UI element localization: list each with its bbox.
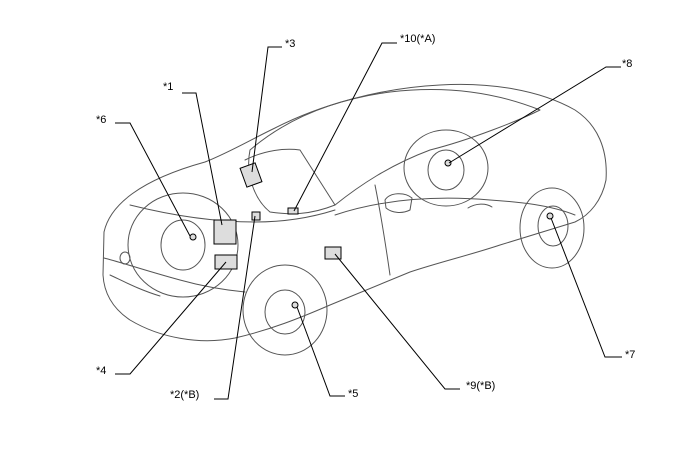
rear-left-brake-disc bbox=[427, 149, 465, 191]
car-body-outline bbox=[102, 83, 607, 342]
leader-line-5 bbox=[296, 306, 345, 397]
component-8-sensor bbox=[444, 159, 452, 167]
front-right-wheel bbox=[242, 264, 328, 356]
callout-5: *5 bbox=[348, 388, 359, 400]
callout-7: *7 bbox=[625, 349, 636, 361]
component-2-switch bbox=[251, 211, 261, 221]
car-window-line bbox=[248, 88, 541, 215]
leader-line-1 bbox=[182, 92, 223, 226]
callout-9: *9(*B) bbox=[466, 380, 496, 392]
car-side-line bbox=[334, 197, 576, 216]
rear-right-brake-disc bbox=[537, 205, 569, 247]
leader-line-7 bbox=[550, 217, 622, 358]
component-10-sensor bbox=[287, 207, 299, 215]
component-3-module bbox=[239, 162, 263, 188]
car-windshield-line bbox=[244, 148, 336, 206]
leader-line-3 bbox=[251, 46, 282, 173]
car-hood-line bbox=[129, 204, 336, 223]
leader-line-2 bbox=[214, 215, 256, 400]
callout-1: *1 bbox=[163, 81, 174, 93]
callout-2: *2(*B) bbox=[170, 389, 200, 401]
front-right-brake-disc bbox=[264, 289, 306, 335]
car-door-line bbox=[374, 184, 391, 276]
door-handle bbox=[467, 203, 493, 209]
leader-line-6 bbox=[115, 122, 191, 237]
leader-line-8 bbox=[448, 66, 621, 164]
component-1-actuator bbox=[213, 219, 237, 245]
callout-10: *10(*A) bbox=[400, 33, 436, 45]
rear-left-wheel-arch bbox=[403, 129, 489, 207]
callout-8: *8 bbox=[622, 58, 633, 70]
front-left-wheel-arch bbox=[127, 192, 239, 298]
side-mirror bbox=[384, 193, 413, 213]
rear-right-wheel bbox=[519, 187, 585, 269]
callout-4: *4 bbox=[96, 365, 107, 377]
component-6-sensor bbox=[189, 233, 197, 241]
component-9-ecu bbox=[324, 246, 342, 260]
component-5-sensor bbox=[291, 301, 299, 309]
grille-line bbox=[109, 274, 161, 297]
component-7-sensor bbox=[546, 212, 554, 220]
leader-line-10 bbox=[293, 42, 397, 212]
callout-3: *3 bbox=[285, 38, 296, 50]
leader-line-9 bbox=[334, 253, 460, 390]
leader-line-4 bbox=[115, 261, 227, 375]
callout-6: *6 bbox=[96, 114, 107, 126]
front-left-brake-disc bbox=[160, 219, 206, 271]
